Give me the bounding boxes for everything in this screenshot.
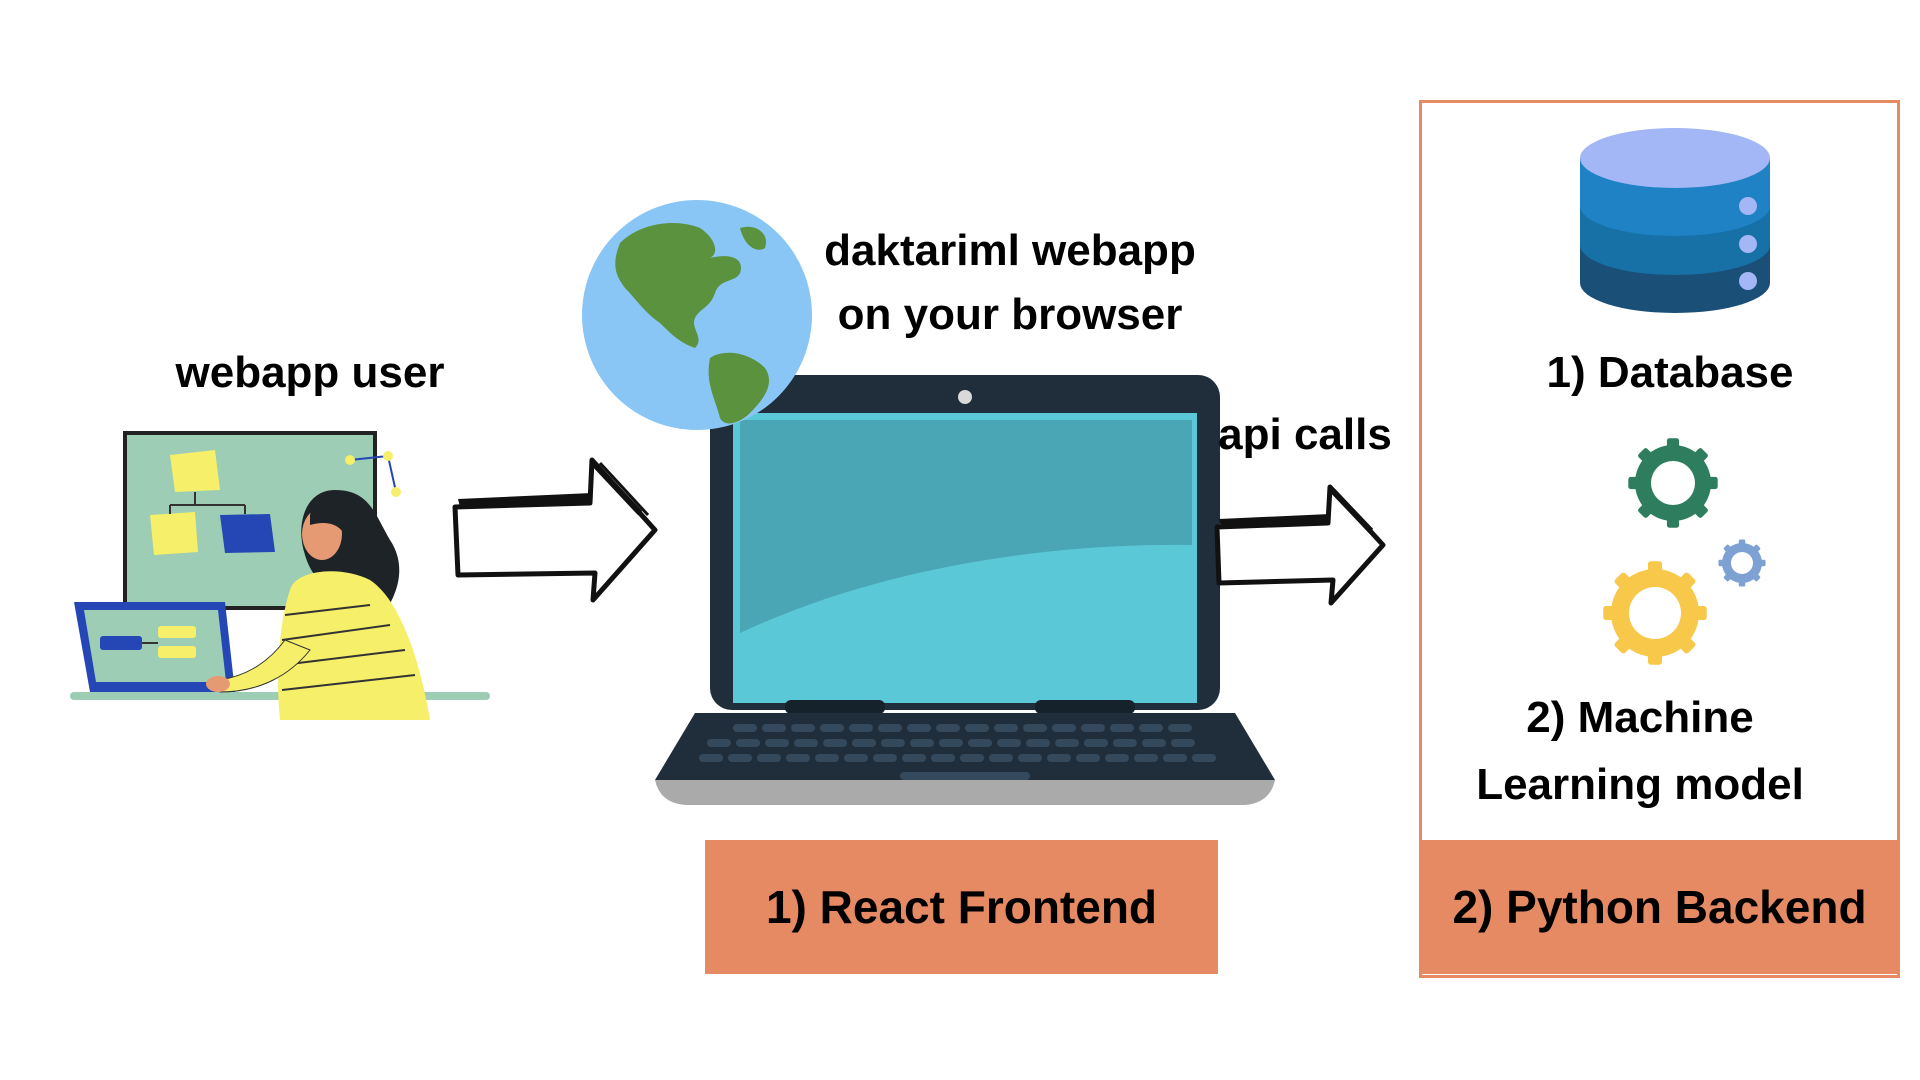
- browser-label-line2: on your browser: [837, 290, 1183, 339]
- backend-box: 2) Python Backend: [1419, 840, 1900, 974]
- ml-label-line1: 2) Machine: [1526, 693, 1754, 742]
- gear-yellow-icon: [1603, 561, 1707, 665]
- database-label: 1) Database: [1546, 348, 1794, 397]
- backend-label: 2) Python Backend: [1452, 881, 1867, 933]
- laptop-icon: [655, 375, 1275, 805]
- arrow-right-icon: [452, 457, 658, 603]
- gear-blue-icon: [1718, 539, 1766, 587]
- browser-label-line1: daktariml webapp: [824, 226, 1196, 275]
- gears-icon: [1603, 438, 1766, 665]
- globe-icon: [582, 200, 812, 430]
- keyboard: [699, 724, 1216, 762]
- backend-panel: [1419, 100, 1900, 978]
- ml-label-line2: Learning model: [1476, 760, 1804, 809]
- database-icon: [1580, 128, 1770, 313]
- gear-green-icon: [1628, 438, 1718, 528]
- user-illustration-icon: [70, 431, 490, 720]
- frontend-box: 1) React Frontend: [705, 840, 1218, 974]
- user-label: webapp user: [175, 348, 445, 397]
- frontend-label: 1) React Frontend: [765, 881, 1158, 933]
- api-calls-label: api calls: [1218, 410, 1392, 459]
- arrow-right-icon: [1214, 484, 1386, 606]
